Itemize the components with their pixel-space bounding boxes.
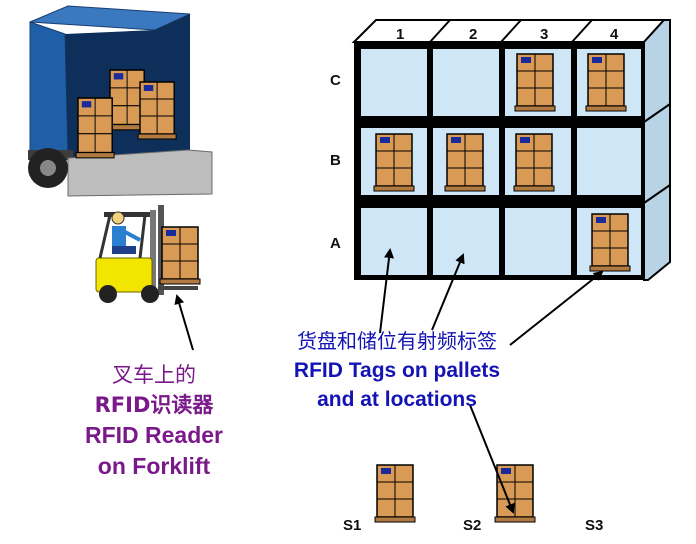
- tags-label-line1: RFID Tags on pallets: [293, 359, 501, 382]
- rack-column-3: 3: [540, 26, 549, 43]
- arrows: [174, 248, 604, 514]
- slot-label-s3: S3: [585, 517, 604, 534]
- pallet-b3: [513, 133, 555, 192]
- forklift: [95, 205, 198, 303]
- arrow-to-cell-a1: [379, 248, 395, 334]
- rack-row-a: A: [330, 235, 341, 252]
- reader-label-line1: RFID Reader: [84, 422, 224, 448]
- rack-column-4: 4: [610, 26, 619, 43]
- arrow-to-pallet-a4: [509, 270, 604, 346]
- slot-pallets: [374, 464, 536, 523]
- pallet-s2: [494, 464, 536, 523]
- storage-rack: [351, 19, 671, 281]
- reader-label-line2: on Forklift: [97, 453, 211, 479]
- rack-column-2: 2: [469, 26, 478, 43]
- pallet-b1: [373, 133, 415, 192]
- reader-label-cn: 叉车上的: [112, 363, 196, 387]
- pallet-c4: [585, 53, 627, 112]
- pallet-b2: [444, 133, 486, 192]
- pallet-s1: [374, 464, 416, 523]
- rack-row-c: C: [330, 72, 341, 89]
- rack-row-b: B: [330, 152, 341, 169]
- pallet-c3: [514, 53, 556, 112]
- forklift-reader-label: 叉车上的 RFID识读器 RFID Reader on Forklift: [36, 360, 272, 482]
- slot-label-s2: S2: [463, 517, 482, 534]
- tags-label-cn: 货盘和储位有射频标签: [297, 329, 497, 353]
- reader-label-mixed: RFID识读器: [94, 393, 214, 417]
- pallet-a4: [589, 213, 631, 272]
- arrow-to-slot-s2: [469, 404, 515, 514]
- rack-column-1: 1: [396, 26, 405, 43]
- rfid-tags-label: 货盘和储位有射频标签 RFID Tags on pallets and at l…: [262, 326, 532, 414]
- arrow-to-forklift-reader: [174, 294, 194, 351]
- slot-label-s1: S1: [343, 517, 362, 534]
- forklift-pallet: [159, 226, 201, 285]
- arrow-to-cell-a2: [431, 253, 465, 331]
- tags-label-line2: and at locations: [317, 388, 477, 411]
